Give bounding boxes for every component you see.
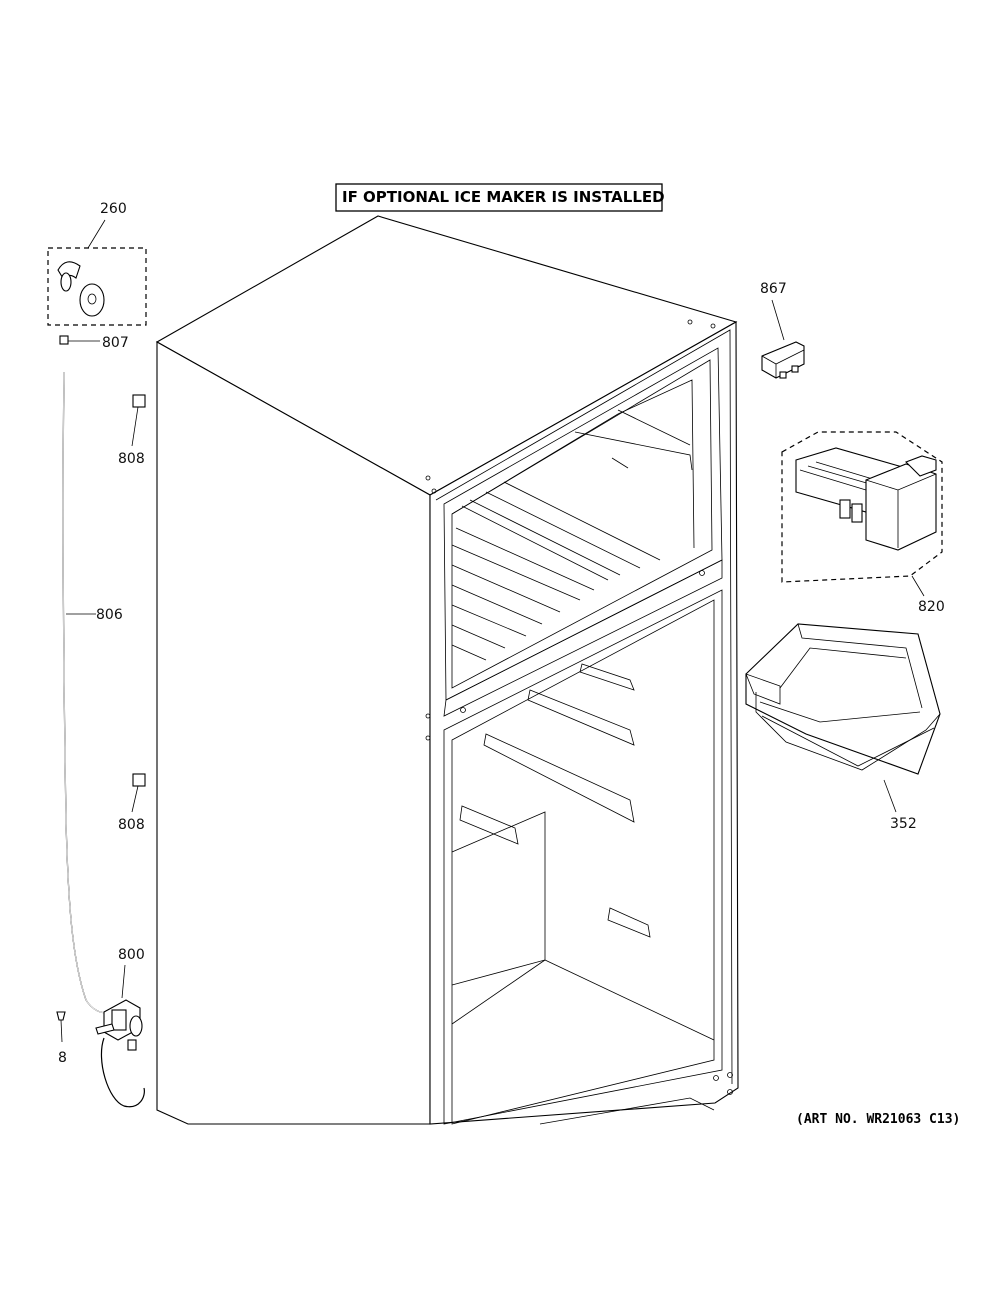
part-867-bracket: 867 [760, 281, 805, 379]
callout-867: 867 [760, 281, 787, 297]
diagram-title: IF OPTIONAL ICE MAKER IS INSTALLED [342, 188, 665, 206]
fresh-food-shelf-rails [459, 663, 651, 938]
title-box: IF OPTIONAL ICE MAKER IS INSTALLED [335, 183, 665, 212]
part-352-ice-bucket: 352 [745, 623, 941, 832]
callout-800: 800 [118, 947, 145, 963]
callout-808-upper: 808 [118, 451, 145, 467]
callout-8: 8 [58, 1050, 67, 1066]
callout-808-lower: 808 [118, 817, 145, 833]
part-808-lower: 808 [118, 773, 146, 833]
part-806-tube: 806 [62, 371, 123, 1014]
part-260-kit: 260 [47, 201, 147, 326]
part-8-screw: 8 [56, 1011, 67, 1066]
part-820-ice-maker: 820 [781, 431, 945, 615]
part-807: 807 [59, 335, 129, 351]
part-808-upper: 808 [118, 394, 146, 467]
part-800-water-valve: 800 [95, 947, 145, 1108]
callout-820: 820 [918, 599, 945, 615]
callout-806: 806 [96, 607, 123, 623]
refrigerator-cabinet [155, 215, 739, 1125]
callout-807: 807 [102, 335, 129, 351]
callout-352: 352 [890, 816, 917, 832]
callout-260: 260 [100, 201, 127, 217]
art-number: (ART NO. WR21063 C13) [796, 1112, 960, 1127]
freezer-floor-ribs [451, 481, 661, 661]
